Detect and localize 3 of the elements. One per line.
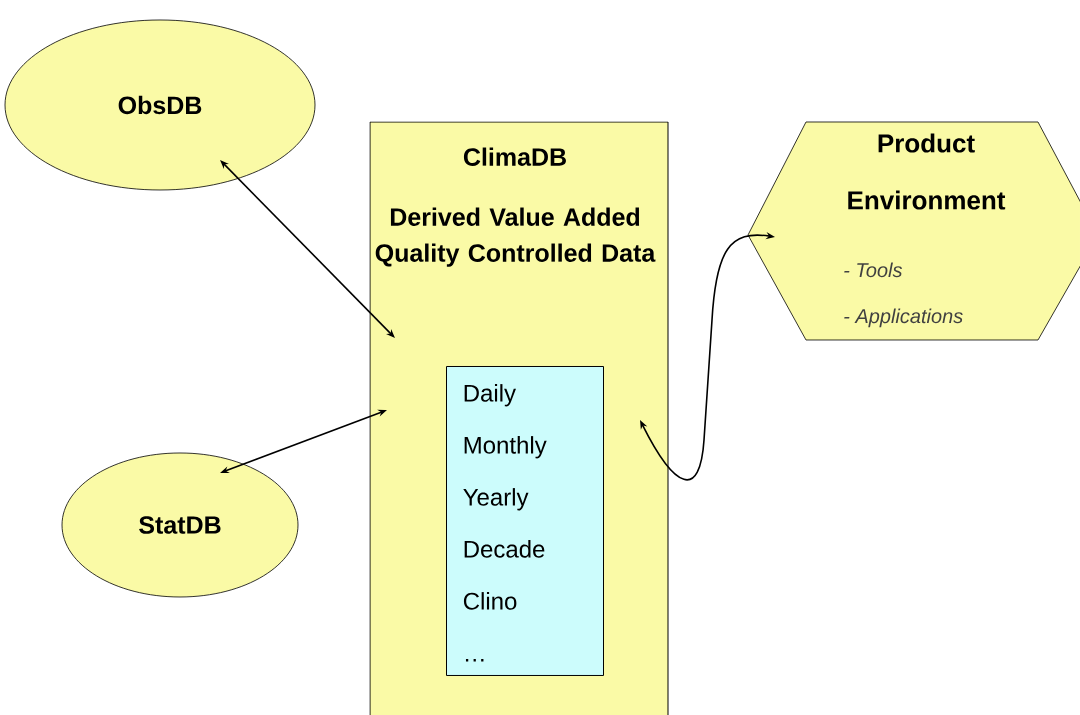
arrow — [220, 160, 395, 338]
list-box: Daily Monthly Yearly Decade Clino … — [446, 366, 604, 676]
hexagon: Product Environment - Tools - Applications — [747, 121, 1080, 341]
